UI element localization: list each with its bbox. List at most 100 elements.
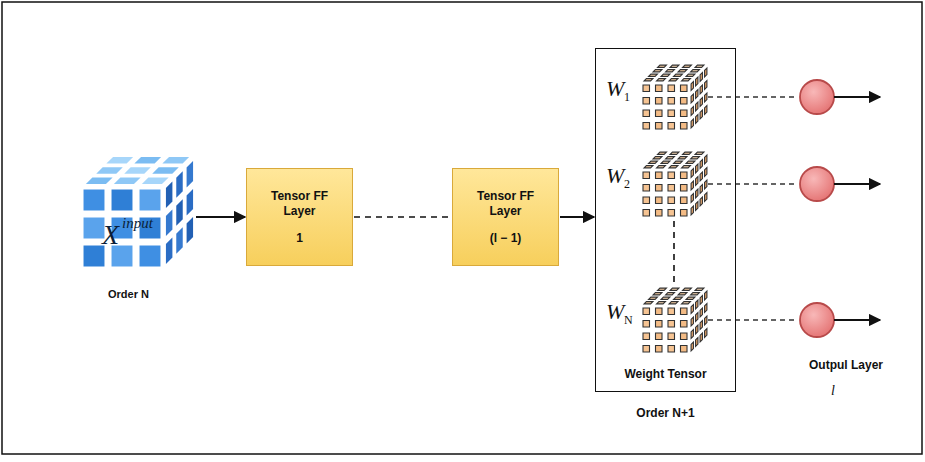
cube-cell [691, 317, 693, 326]
cube-cell [656, 197, 663, 204]
cube-cell [695, 288, 704, 290]
cube-cell [668, 172, 675, 179]
cube-cell [683, 288, 692, 290]
output-arrow [834, 183, 880, 185]
cube-cell [705, 68, 707, 77]
node-sublabel: (l − 1) [490, 231, 522, 246]
cube-cell [691, 330, 693, 339]
cube-cell [705, 81, 707, 90]
cube-cell [670, 288, 679, 290]
weight-cube: W2 [640, 151, 708, 219]
cube-cell [691, 94, 693, 103]
cube-cell [696, 325, 698, 334]
cube-cell [668, 308, 675, 315]
dashed-connector [673, 221, 675, 285]
cube-cell [668, 123, 675, 130]
cube-cell [700, 98, 702, 107]
cube-cell [705, 193, 707, 202]
cube-cell [658, 65, 667, 67]
cube-cell [165, 179, 173, 210]
cube-cell [682, 302, 691, 304]
cube-cell [668, 333, 675, 340]
output-arrows [834, 97, 880, 320]
cube-cell [658, 288, 667, 290]
node-label: Weight Tensor [596, 367, 735, 381]
cube-cell [656, 346, 663, 353]
cube-cell [700, 185, 702, 194]
layer-box: Tensor FF Layer(l − 1) [452, 168, 559, 266]
cube-cell [656, 333, 663, 340]
cube-cell [668, 98, 675, 105]
cube-cell [669, 302, 678, 304]
input-tensor-cube: XinputOrder N [80, 155, 195, 270]
cube-cell [669, 166, 678, 168]
cube-cell [657, 79, 666, 81]
cube-cell [674, 297, 683, 299]
cube-cell [83, 189, 106, 212]
cube-cell [691, 194, 693, 203]
cube-cell [691, 107, 693, 116]
layer-box: Tensor FF Layer1 [246, 168, 353, 266]
cube-cell [643, 346, 650, 353]
cube-cell [691, 119, 693, 128]
cube-illustration [640, 287, 708, 355]
cube-cell [649, 161, 658, 163]
cube-cell [705, 168, 707, 177]
cube-cell [705, 180, 707, 189]
cube-cell [643, 172, 650, 179]
cube-cell [700, 321, 702, 330]
cube-cell [700, 85, 702, 94]
leader-line [708, 183, 798, 184]
cube-cell [705, 329, 707, 338]
cube-cell [649, 297, 658, 299]
output-arrow [834, 96, 880, 98]
cube-cell [691, 181, 693, 190]
cube-cell [656, 210, 663, 217]
cube-cell [160, 156, 191, 164]
weight-cube: W1 [640, 64, 708, 132]
cube-cell [678, 157, 687, 159]
cube-cell [696, 189, 698, 198]
cube-cell [683, 152, 692, 154]
cube-cell [705, 304, 707, 313]
cube-cell [700, 333, 702, 342]
output-neurons [800, 80, 834, 337]
cube-cell [705, 316, 707, 325]
cube-cell [686, 74, 695, 76]
weight-tensor-box: Weight TensorOrder N+1W1W2WN [595, 48, 736, 392]
cube-cell [681, 85, 688, 92]
cube-cell [691, 169, 693, 178]
cube-cell [656, 321, 663, 328]
cube-cell [696, 164, 698, 173]
weight-cube: WN [640, 287, 708, 355]
node-sublabel: 2 [624, 177, 630, 192]
cube-cell [700, 308, 702, 317]
cube-cell [175, 197, 183, 228]
cube-cell [669, 79, 678, 81]
cube-cell [656, 172, 663, 179]
cube-cell [681, 210, 688, 217]
cube-cell [643, 110, 650, 117]
cube-cell [705, 106, 707, 115]
cube-cell [681, 172, 688, 179]
cube-cell [682, 79, 691, 81]
cube-cell [678, 70, 687, 72]
cube-cell [668, 85, 675, 92]
cube-cell [691, 82, 693, 91]
outer-frame [2, 2, 922, 454]
cube-cell [644, 302, 653, 304]
node-label: Tensor FF Layer [259, 189, 340, 219]
cube-cell [674, 74, 683, 76]
cube-cell [139, 189, 162, 212]
cube-cell [122, 166, 153, 174]
cube-cell [175, 169, 183, 200]
cube-cell [700, 73, 702, 82]
node-label: W [606, 76, 624, 102]
node-sublabel: 1 [624, 90, 630, 105]
cube-cell [681, 98, 688, 105]
cube-cell [678, 293, 687, 295]
cube-cell [139, 177, 170, 185]
node-sublabel: Order N+1 [596, 406, 735, 420]
cube-cell [682, 166, 691, 168]
cube-cell [695, 152, 704, 154]
